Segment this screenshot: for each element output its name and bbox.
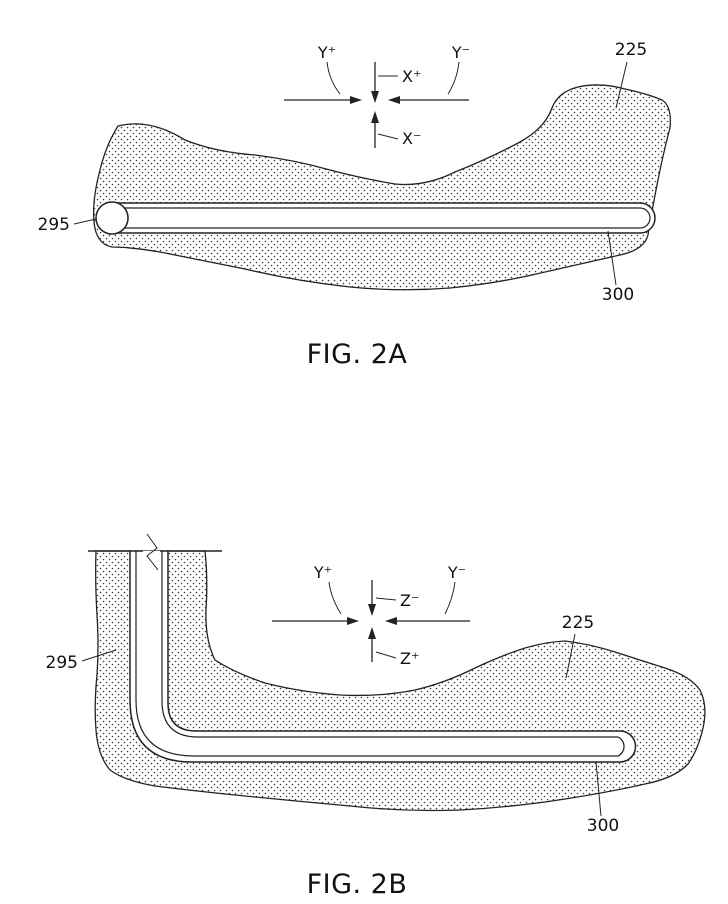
formation-2b bbox=[94, 550, 706, 812]
z-axis-down-arrowhead-2b bbox=[368, 604, 376, 616]
y-minus-leader-2a bbox=[447, 61, 460, 95]
z-plus-leader-2b bbox=[375, 651, 397, 659]
axis-label-z-minus-2b: Z⁻ bbox=[400, 591, 419, 610]
axis-label-y-plus-2b: Y⁺ bbox=[313, 563, 332, 582]
ref-225-2a: 225 bbox=[615, 40, 647, 60]
axes-2b: Y⁺ Y⁻ Z⁻ Z⁺ bbox=[272, 563, 470, 668]
wellbore-end-circle-2a bbox=[95, 201, 129, 235]
y-minus-leader-2b bbox=[444, 581, 456, 615]
wellbore-2b-wall bbox=[129, 551, 637, 763]
x-minus-leader-2a bbox=[377, 133, 399, 140]
ref-225-leader-2a bbox=[615, 61, 628, 109]
wellbore-2b-fill bbox=[130, 551, 636, 762]
fig-2b: Y⁺ Y⁻ Z⁻ Z⁺ 295 225 300 FIG. 2B bbox=[46, 533, 706, 900]
ref-225-leader-2b bbox=[565, 633, 576, 679]
y-axis-right-arrowhead-2b bbox=[385, 617, 397, 625]
ref-300-leader-2a bbox=[607, 230, 617, 286]
axis-label-x-minus-2a: X⁻ bbox=[402, 129, 421, 148]
ref-300-2a: 300 bbox=[602, 285, 634, 305]
y-axis-right-arrowhead-2a bbox=[388, 96, 400, 104]
x-axis-up-arrowhead-2a bbox=[371, 111, 379, 123]
y-plus-leader-2a bbox=[326, 61, 341, 95]
fig-2a: Y⁺ Y⁻ X⁺ X⁻ 295 225 300 FIG. 2A bbox=[38, 40, 671, 370]
axis-label-y-minus-2b: Y⁻ bbox=[447, 563, 466, 582]
y-axis-left-arrowhead-2b bbox=[347, 617, 359, 625]
axis-label-y-minus-2a: Y⁻ bbox=[451, 43, 470, 62]
z-axis-up-arrowhead-2b bbox=[368, 627, 376, 639]
x-axis-down-arrowhead-2a bbox=[371, 91, 379, 103]
axis-label-y-plus-2a: Y⁺ bbox=[317, 43, 336, 62]
ref-225-2b: 225 bbox=[562, 613, 594, 633]
ref-295-leader-2b bbox=[81, 649, 117, 662]
liner-2a bbox=[118, 207, 651, 229]
axes-2a: Y⁺ Y⁻ X⁺ X⁻ bbox=[284, 43, 470, 148]
axis-label-x-plus-2a: X⁺ bbox=[402, 67, 421, 86]
ref-300-leader-2b bbox=[595, 761, 602, 817]
y-axis-left-arrowhead-2a bbox=[350, 96, 362, 104]
formation-2a bbox=[92, 84, 671, 291]
break-symbol-2b bbox=[146, 533, 159, 571]
wellbore-2a-fill bbox=[112, 203, 655, 233]
liner-2b bbox=[135, 551, 625, 757]
fig-2b-caption: FIG. 2B bbox=[307, 869, 408, 900]
ref-295-leader-2a bbox=[73, 218, 97, 225]
ref-300-2b: 300 bbox=[587, 816, 619, 836]
wellbore-2a-wall bbox=[112, 202, 656, 234]
ref-295-2b: 295 bbox=[46, 653, 78, 673]
z-minus-leader-2b bbox=[375, 597, 397, 601]
ref-295-2a: 295 bbox=[38, 215, 70, 235]
axis-label-z-plus-2b: Z⁺ bbox=[400, 649, 419, 668]
fig-2a-caption: FIG. 2A bbox=[307, 339, 408, 370]
y-plus-leader-2b bbox=[328, 581, 342, 615]
